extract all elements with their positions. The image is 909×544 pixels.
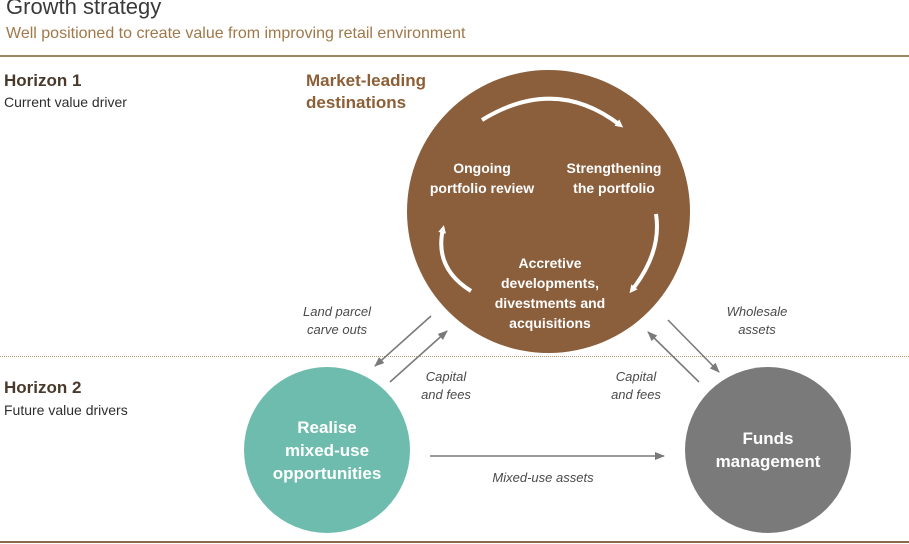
- capital-left-arrow: [389, 330, 448, 383]
- accretive-text: Accretive developments, divestments and …: [470, 253, 630, 333]
- mixed-use-line1: Realise: [297, 417, 357, 437]
- land-parcel-line1: Land parcel: [303, 304, 371, 319]
- cycle-arrow-left: [438, 225, 473, 293]
- capital-left-line2: and fees: [421, 387, 471, 402]
- capital-right-line2: and fees: [611, 387, 661, 402]
- wholesale-line2: assets: [738, 322, 776, 337]
- horizon2-subtitle: Future value drivers: [4, 402, 128, 418]
- destinations-circle: [407, 70, 690, 353]
- market-leading-line2: destinations: [306, 93, 407, 112]
- mixed-use-circle: Realise mixed-use opportunities: [244, 367, 410, 533]
- horizon2-title: Horizon 2: [4, 378, 82, 397]
- cycle-arrow-top: [480, 96, 624, 128]
- funds-management-text: Funds management: [716, 427, 821, 473]
- mixed-use-line3: opportunities: [272, 463, 382, 483]
- page-subtitle: Well positioned to create value from imp…: [6, 25, 466, 42]
- ongoing-review-line2: portfolio review: [429, 180, 535, 196]
- mixed-use-line2: mixed-use: [284, 440, 370, 460]
- accretive-line1: Accretive: [518, 255, 582, 271]
- horizon1-title: Horizon 1: [4, 71, 82, 90]
- horizon1-subtitle: Current value driver: [4, 94, 127, 110]
- mixed-use-assets-label: Mixed-use assets: [492, 470, 594, 485]
- wholesale-arrow: [667, 319, 720, 373]
- market-leading-heading: Market-leading destinations: [306, 70, 426, 114]
- funds-management-circle: Funds management: [685, 367, 851, 533]
- page-title: Growth strategy: [6, 0, 162, 19]
- mixed-use-circle-text: Realise mixed-use opportunities: [273, 416, 382, 485]
- strengthening-line2: the portfolio: [573, 180, 655, 196]
- capital-right-label: Capital and fees: [600, 368, 672, 404]
- land-parcel-label: Land parcel carve outs: [292, 303, 382, 339]
- funds-management-line1: Funds: [742, 429, 794, 448]
- ongoing-review-line1: Ongoing: [453, 160, 511, 176]
- strengthening-text: Strengthening the portfolio: [548, 158, 680, 198]
- accretive-line4: acquisitions: [509, 315, 591, 331]
- wholesale-label: Wholesale assets: [718, 303, 796, 339]
- accretive-line3: divestments and: [494, 295, 606, 311]
- land-parcel-line2: carve outs: [307, 322, 367, 337]
- top-divider: [0, 55, 909, 57]
- capital-left-line1: Capital: [425, 369, 467, 384]
- capital-right-line1: Capital: [615, 369, 657, 384]
- capital-left-label: Capital and fees: [410, 368, 482, 404]
- accretive-line2: developments,: [500, 275, 600, 291]
- horizon-divider: [0, 356, 909, 357]
- ongoing-review-text: Ongoing portfolio review: [412, 158, 552, 198]
- funds-management-line2: management: [715, 452, 821, 471]
- capital-right-arrow: [647, 331, 700, 383]
- bottom-divider: [0, 541, 909, 543]
- land-parcel-arrow: [374, 315, 432, 367]
- wholesale-line1: Wholesale: [726, 304, 788, 319]
- cycle-arrow-right: [629, 213, 659, 294]
- market-leading-line1: Market-leading: [306, 71, 426, 90]
- strengthening-line1: Strengthening: [566, 160, 662, 176]
